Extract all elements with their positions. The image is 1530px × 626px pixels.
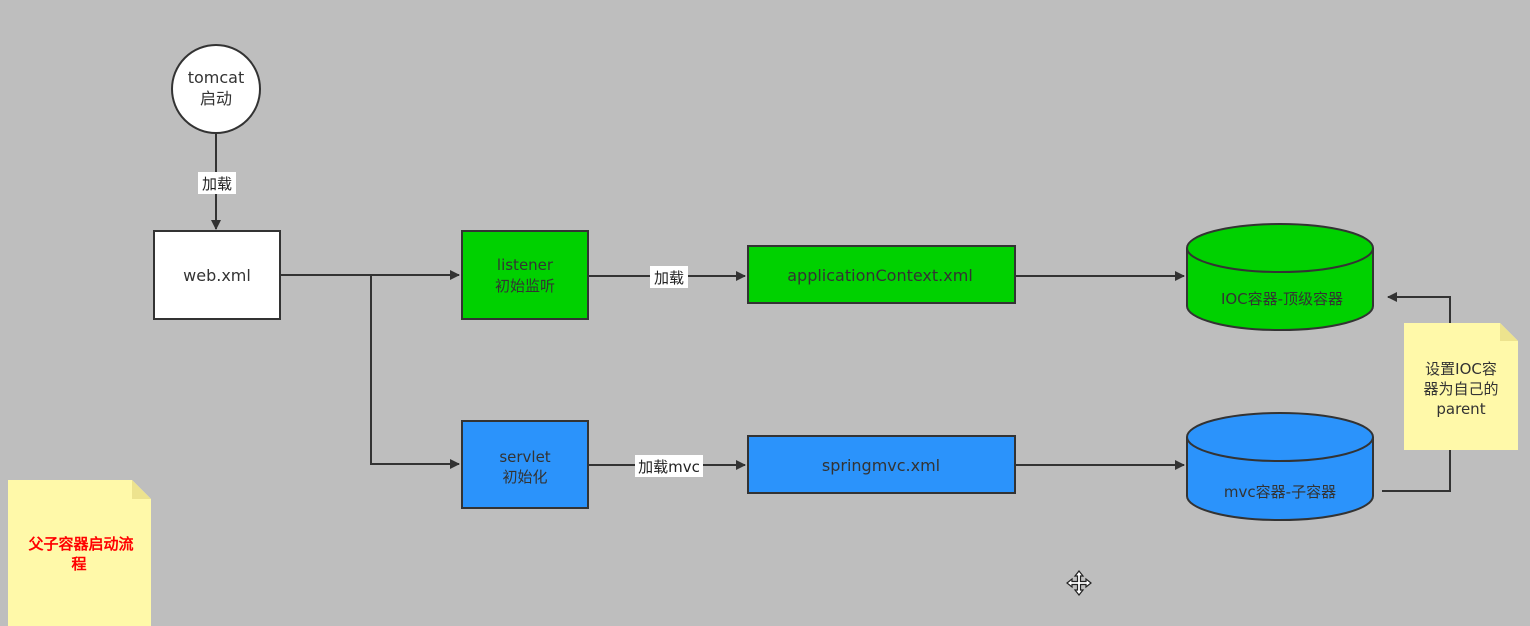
edge-webxml-to-servlet <box>370 275 460 469</box>
appcontext-label: applicationContext.xml <box>787 266 973 285</box>
title-note-line: 父子容器启动流 <box>27 535 133 553</box>
tomcat-start-label: 启动 <box>200 89 232 108</box>
edge-label-load-web: 加载 <box>198 172 236 194</box>
parent-sticky-note[interactable]: 设置IOC容 器为自己的 parent <box>1404 323 1518 450</box>
tomcat-label: tomcat <box>188 68 245 87</box>
tomcat-start-node[interactable]: tomcat 启动 <box>171 44 261 134</box>
springmvc-node[interactable]: springmvc.xml <box>747 435 1016 494</box>
edge-label-text: 加载 <box>654 269 684 287</box>
servlet-label: servlet <box>499 448 550 466</box>
title-note-line: 程 <box>71 555 86 573</box>
note-line: parent <box>1436 400 1485 418</box>
servlet-node[interactable]: servlet 初始化 <box>461 420 589 509</box>
ioc-container-node[interactable]: IOC容器-顶级容器 <box>1186 223 1374 331</box>
webxml-node[interactable]: web.xml <box>153 230 281 320</box>
listener-node[interactable]: listener 初始监听 <box>461 230 589 320</box>
note-line: 器为自己的 <box>1423 380 1498 398</box>
note-line: 设置IOC容 <box>1425 360 1497 378</box>
servlet-sublabel: 初始化 <box>502 468 547 486</box>
title-sticky-note[interactable]: 父子容器启动流 程 <box>8 480 151 626</box>
edge-label-load-mvc: 加载mvc <box>635 455 703 477</box>
ioc-container-label: IOC容器-顶级容器 <box>1221 290 1343 308</box>
edge-label-text: 加载 <box>202 175 232 193</box>
mvc-container-label: mvc容器-子容器 <box>1224 483 1336 501</box>
mvc-container-node[interactable]: mvc容器-子容器 <box>1186 412 1374 521</box>
webxml-label: web.xml <box>183 266 251 285</box>
edge-label-load-app: 加载 <box>650 266 688 288</box>
move-cursor-icon <box>1066 570 1092 596</box>
springmvc-label: springmvc.xml <box>822 456 940 475</box>
listener-sublabel: 初始监听 <box>495 277 555 295</box>
appcontext-node[interactable]: applicationContext.xml <box>747 245 1016 304</box>
edge-label-text: 加载mvc <box>638 458 700 476</box>
listener-label: listener <box>497 256 554 274</box>
